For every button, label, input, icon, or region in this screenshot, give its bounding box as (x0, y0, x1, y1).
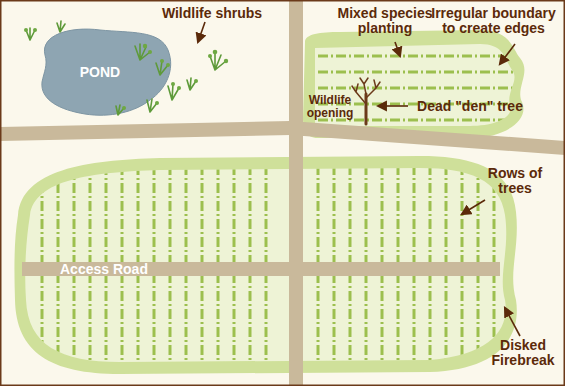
tree-row (318, 87, 515, 90)
pond-label-area: POND (80, 64, 120, 80)
tree-row (318, 55, 515, 58)
callout-label: Irregular boundary to create edges (426, 6, 561, 36)
node-text: POND (80, 64, 120, 80)
callout-label: Wildlife opening (298, 94, 362, 120)
callout-label: Wildlife shrubs (162, 6, 262, 21)
callout-label: Disked Firebreak (485, 338, 561, 368)
access-road-band: Access Road (60, 261, 148, 277)
callout-label: Mixed species planting (330, 6, 440, 36)
node-text: Access Road (60, 261, 148, 277)
tree-row (318, 71, 515, 74)
callout-label: Rows of trees (475, 166, 555, 196)
callout-label: Dead "den" tree (417, 99, 523, 114)
